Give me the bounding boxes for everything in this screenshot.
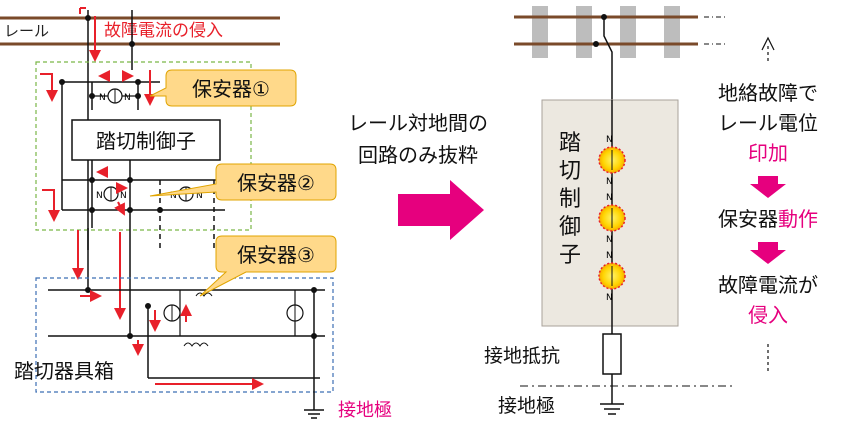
svg-text:N: N	[196, 191, 203, 201]
excerpt-arrow: レール対地間の 回路のみ抜粋	[348, 111, 488, 240]
track-icon	[514, 6, 726, 58]
svg-text:N: N	[96, 191, 103, 201]
fault-current-label: 故障電流の侵入	[104, 21, 223, 41]
svg-text:N: N	[606, 193, 613, 203]
right-circuit-diagram: 踏 切 制 御 子 N N N N N N 接地抵抗	[484, 6, 818, 417]
svg-text:N: N	[606, 177, 613, 187]
explanation-line4: 保安器動作	[718, 207, 818, 231]
down-arrow-icon-1	[750, 176, 786, 198]
protector-3-label: 保安器③	[237, 243, 315, 267]
protector-1-symbol: N N	[99, 88, 131, 104]
rail-label: レール	[4, 22, 49, 40]
protector-1-callout: 保安器①	[149, 69, 297, 107]
left-circuit-diagram: レール 故障電流の侵入 N N 踏切制御子	[0, 7, 392, 421]
ground-resistor	[602, 333, 622, 375]
protector-1-label: 保安器①	[192, 77, 270, 101]
explanation-line5: 故障電流が	[718, 273, 818, 297]
protector-2-callout: 保安器②	[149, 163, 337, 201]
explanation-line3: 印加	[748, 141, 788, 165]
explanation-line2: レール電位	[718, 111, 818, 135]
controller-area-box	[35, 61, 252, 231]
controller-label: 踏切制御子	[96, 129, 196, 153]
protector-2-label: 保安器②	[237, 171, 315, 195]
equipment-box-label: 踏切器具箱	[14, 359, 114, 383]
excerpt-text-line2: 回路のみ抜粋	[358, 143, 478, 167]
equipment-box-area	[35, 277, 334, 393]
svg-text:N: N	[120, 191, 127, 201]
svg-text:N: N	[606, 235, 613, 245]
explanation-line6: 侵入	[748, 303, 788, 327]
svg-text:N: N	[99, 93, 106, 103]
svg-text:N: N	[606, 251, 613, 261]
right-ground-label: 接地極	[498, 395, 555, 417]
controller-box	[71, 119, 221, 161]
resistor-label: 接地抵抗	[484, 345, 560, 367]
controller-char-4: 御	[559, 215, 581, 240]
svg-text:N: N	[170, 191, 177, 201]
svg-text:N: N	[606, 135, 613, 145]
controller-char-3: 制	[559, 187, 581, 212]
pink-arrow-icon	[398, 180, 484, 240]
protector-glow-2: N N	[598, 193, 626, 245]
right-ground-icon	[600, 403, 624, 415]
left-ground-label: 接地極	[338, 400, 392, 421]
svg-text:N: N	[606, 293, 613, 303]
protector-glow-3: N N	[598, 251, 626, 303]
controller-char-2: 切	[559, 159, 581, 184]
svg-text:N: N	[124, 93, 131, 103]
protector-glow-1: N N	[598, 135, 626, 187]
protector-3-callout: 保安器③	[199, 235, 337, 297]
down-arrow-icon-2	[750, 242, 786, 264]
controller-char-1: 踏	[559, 131, 581, 156]
left-ground-icon	[304, 402, 324, 419]
explanation-line1: 地絡故障で	[718, 81, 818, 105]
excerpt-text-line1: レール対地間の	[348, 111, 488, 135]
controller-char-5: 子	[559, 243, 581, 268]
protector-3-symbol	[163, 292, 304, 347]
